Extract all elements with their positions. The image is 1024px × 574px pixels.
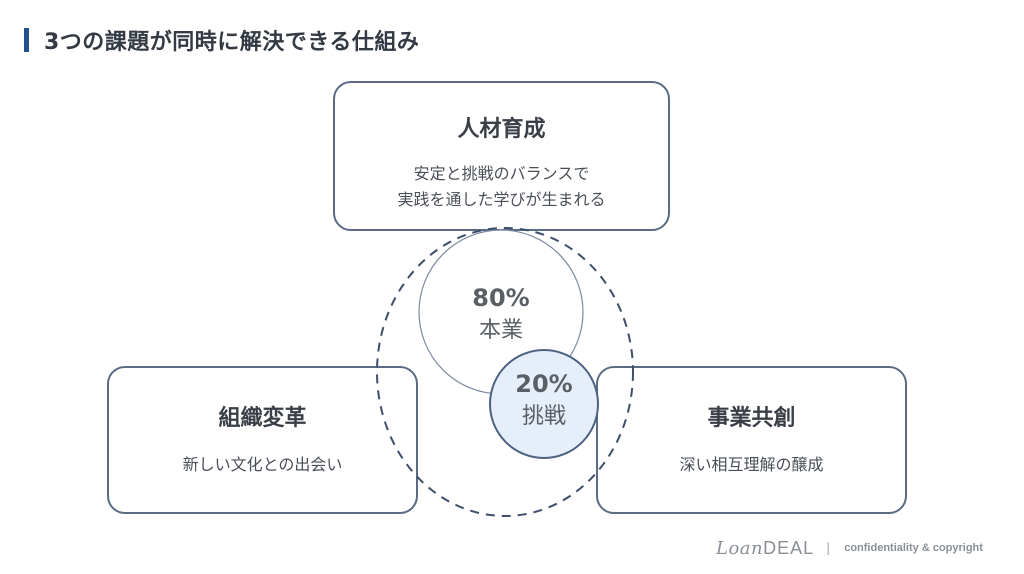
card-description: 深い相互理解の醸成	[679, 455, 824, 474]
card-talent-development: 人材育成 安定と挑戦のバランスで 実践を通した学びが生まれる	[333, 81, 670, 231]
copyright-text: confidentiality & copyright	[844, 542, 983, 554]
footer-separator: |	[826, 541, 831, 555]
card-title: 組織変革	[218, 406, 307, 431]
card-desc-line: 実践を通した学びが生まれる	[397, 190, 606, 209]
card-business-cocreation: 事業共創 深い相互理解の醸成	[596, 366, 907, 514]
challenge-percent: 20%	[515, 370, 573, 398]
challenge-text: 挑戦	[521, 404, 566, 429]
card-organization-reform: 組織変革 新しい文化との出会い	[107, 366, 418, 514]
loandeal-logo: LoanDEAL	[716, 538, 814, 559]
main-work-percent: 80%	[472, 284, 530, 312]
card-title: 人材育成	[457, 117, 546, 142]
card-desc-line: 安定と挑戦のバランスで	[413, 164, 590, 183]
page-title: 3つの課題が同時に解決できる仕組み	[44, 30, 420, 55]
card-description: 安定と挑戦のバランスで 実践を通した学びが生まれる	[335, 161, 668, 213]
footer: LoanDEAL | confidentiality & copyright	[716, 538, 983, 559]
title-accent-bar	[24, 28, 29, 52]
main-work-label: 80% 本業	[441, 284, 561, 344]
logo-script: Loan	[716, 537, 764, 559]
challenge-label: 20% 挑戦	[494, 370, 594, 430]
main-work-text: 本業	[478, 318, 523, 343]
card-description: 新しい文化との出会い	[182, 455, 343, 474]
card-title: 事業共創	[707, 406, 796, 431]
logo-bold: DEAL	[763, 537, 815, 558]
